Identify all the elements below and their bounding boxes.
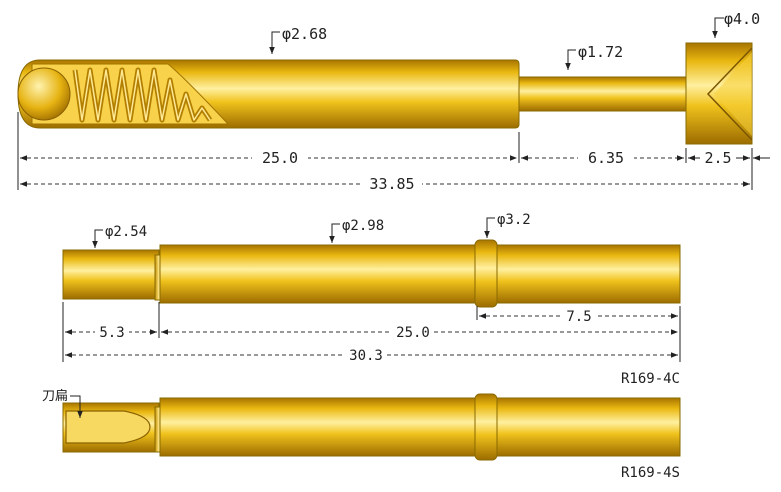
- flat-blade: [65, 410, 151, 444]
- probe-assembly: φ2.68 φ1.72 φ4.0 25.0 6.35 2.5 33.85: [17, 10, 770, 193]
- body-diameter-label: φ2.98: [342, 218, 384, 234]
- model-r169-4s: R169-4S: [621, 465, 680, 481]
- collar-diameter-label: φ3.2: [497, 212, 531, 228]
- model-r169-4c: R169-4C: [621, 371, 680, 387]
- probe-ball: [17, 67, 71, 121]
- plunger-diameter-label: φ1.72: [578, 43, 623, 61]
- total-length-label: 33.85: [369, 175, 414, 193]
- collar: [474, 239, 498, 308]
- body-section: [159, 244, 681, 304]
- body-section-4s: [159, 397, 681, 457]
- head-length-label: 2.5: [704, 149, 731, 167]
- tail-section: [62, 249, 160, 300]
- receptacle-4s: 刀扁 R169-4S: [42, 389, 681, 481]
- body-length-label: 25.0: [396, 325, 430, 341]
- tail-length-label: 5.3: [99, 325, 124, 341]
- head-diameter-label: φ4.0: [724, 10, 760, 28]
- barrel-length-label: 25.0: [262, 149, 298, 167]
- probe-plunger: [518, 76, 690, 112]
- blade-tail-label: 刀扁: [42, 389, 68, 404]
- plunger-length-label: 6.35: [588, 149, 624, 167]
- total-length-4c-label: 30.3: [349, 348, 383, 364]
- collar-to-end-label: 7.5: [566, 309, 591, 325]
- crown-tip: [706, 47, 753, 141]
- collar-4s: [474, 393, 498, 461]
- barrel-diameter-label: φ2.68: [282, 25, 327, 43]
- receptacle-4c: φ2.54 φ2.98 φ3.2 7.5 5.3 25.0 30.3 R169-…: [62, 212, 681, 387]
- tail-diameter-label: φ2.54: [105, 224, 147, 240]
